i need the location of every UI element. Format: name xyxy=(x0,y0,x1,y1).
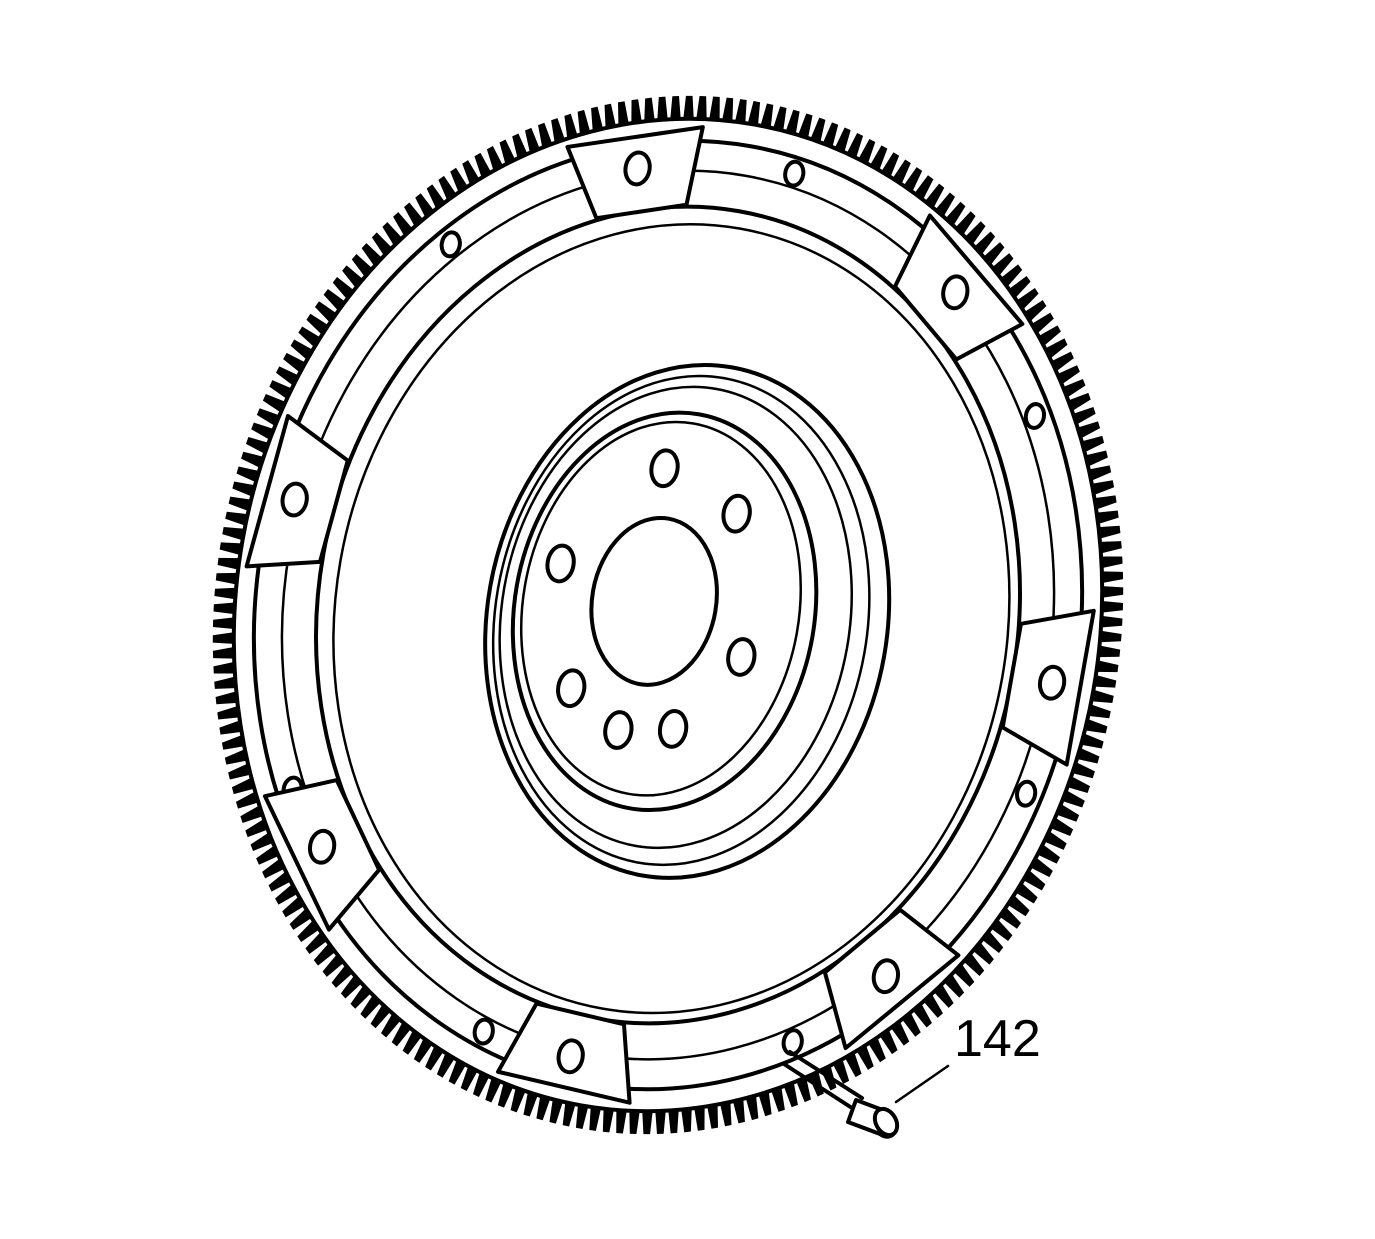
crank-bolt-holes xyxy=(545,448,757,750)
ring-bolt-hole xyxy=(1023,402,1047,430)
crank-bolt-hole xyxy=(603,710,634,750)
dowel-pin xyxy=(782,1050,900,1139)
crank-bolt-hole xyxy=(649,448,680,489)
gear-tooth-path xyxy=(212,95,1124,1135)
pad-bolt-hole xyxy=(1037,664,1067,701)
crank-bolt-hole xyxy=(545,543,576,584)
ring-bolt-hole xyxy=(439,230,462,259)
mounting-pad xyxy=(244,414,350,569)
crank-bolt-hole xyxy=(657,709,689,749)
pad-bolt-hole xyxy=(871,958,901,995)
mounting-pad xyxy=(893,213,1025,362)
pad-bolt-hole xyxy=(556,1038,585,1075)
mounting-pad xyxy=(565,125,705,221)
pad-bolt-hole xyxy=(280,481,309,518)
mounting-pad xyxy=(262,778,382,932)
hub xyxy=(483,362,892,880)
callout-label: 142 xyxy=(954,1010,1041,1068)
callout-leader-line xyxy=(894,1064,950,1104)
mounting-pads xyxy=(244,125,1096,1105)
crank-bolt-hole xyxy=(556,668,587,709)
ring-gear-teeth xyxy=(212,95,1124,1135)
pad-bolt-hole xyxy=(307,828,337,865)
mounting-pad xyxy=(496,1001,632,1105)
mounting-pad xyxy=(1000,608,1096,767)
mounting-pad xyxy=(822,907,961,1051)
callout-142: 142 xyxy=(894,1010,1041,1104)
ring-bolt-holes xyxy=(281,159,1047,1057)
ring-bolt-hole xyxy=(783,159,806,188)
pad-bolt-hole xyxy=(941,274,970,311)
crank-bolt-hole xyxy=(726,637,757,677)
crank-bolt-hole xyxy=(721,493,752,534)
ring-bolt-hole xyxy=(1015,779,1038,808)
ring-bolt-hole xyxy=(472,1017,495,1046)
center-bore xyxy=(589,515,719,687)
pad-bolt-hole xyxy=(623,150,652,187)
